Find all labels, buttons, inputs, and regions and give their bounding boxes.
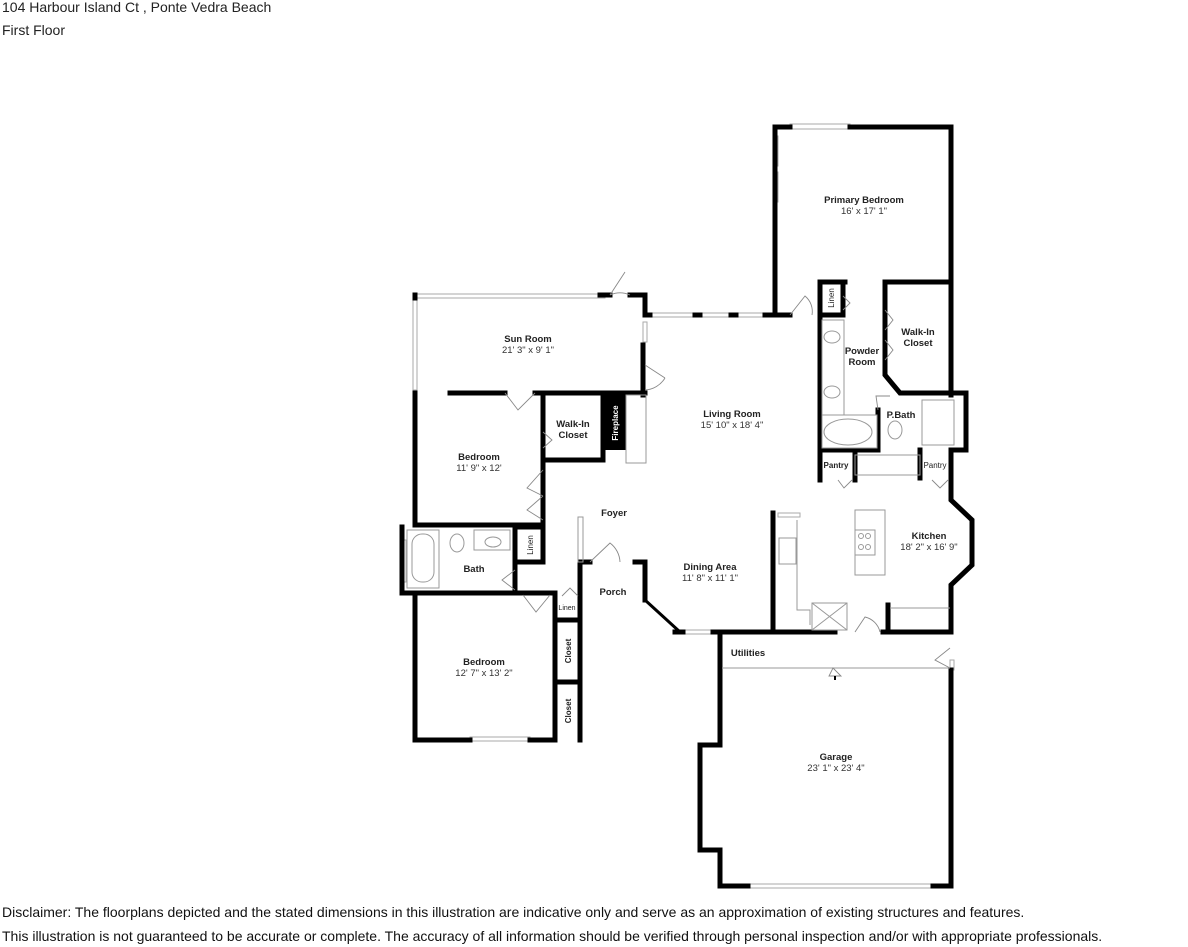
- living-room-dims: 15' 10" x 18' 4": [701, 420, 764, 431]
- powder-room-label-1: Powder: [845, 346, 880, 357]
- sun-room-dims: 21' 3" x 9' 1": [502, 345, 554, 356]
- disclaimer-line-2: This illustration is not guaranteed to b…: [2, 928, 1103, 944]
- foyer-label: Foyer: [601, 508, 627, 519]
- property-address: 104 Harbour Island Ct , Ponte Vedra Beac…: [2, 0, 272, 15]
- pantry-right-label: Pantry: [923, 461, 946, 470]
- p-bath-label: P.Bath: [887, 410, 916, 421]
- partitions: [577, 394, 950, 669]
- walls: [399, 124, 975, 889]
- walk-in-closet-bedroom-label-2: Closet: [558, 430, 588, 441]
- doors: [501, 271, 951, 680]
- utilities-label: Utilities: [731, 648, 765, 659]
- powder-room-label-2: Room: [849, 357, 876, 368]
- garage-dims: 23' 1" x 23' 4": [807, 763, 864, 774]
- walk-in-closet-primary-label-2: Closet: [903, 338, 933, 349]
- sun-room-label: Sun Room: [504, 334, 552, 345]
- bath-label: Bath: [463, 564, 484, 575]
- linen-primary-label: Linen: [827, 288, 836, 308]
- primary-bedroom-dims: 16' x 17' 1": [841, 206, 887, 217]
- bedroom-2-dims: 12' 7" x 13' 2": [455, 668, 512, 679]
- living-room-label: Living Room: [703, 409, 761, 420]
- walk-in-closet-primary-label-1: Walk-In: [901, 327, 935, 338]
- linen-hall-label: Linen: [558, 605, 575, 612]
- linen-bath-label: Linen: [526, 535, 535, 555]
- pantry-left-label: Pantry: [824, 461, 849, 470]
- closet-1-label: Closet: [564, 638, 573, 663]
- closet-2-label: Closet: [564, 698, 573, 723]
- windows: [401, 123, 969, 889]
- fireplace-label: Fireplace: [611, 405, 620, 441]
- walk-in-closet-bedroom-label-1: Walk-In: [556, 419, 590, 430]
- fixtures: [406, 319, 955, 631]
- porch-label: Porch: [600, 587, 627, 598]
- garage-label: Garage: [820, 752, 853, 763]
- bedroom-2-label: Bedroom: [463, 657, 505, 668]
- primary-bedroom-label: Primary Bedroom: [824, 195, 904, 206]
- kitchen-dims: 18' 2" x 16' 9": [900, 542, 957, 553]
- kitchen-label: Kitchen: [912, 531, 947, 542]
- dining-area-label: Dining Area: [684, 562, 738, 573]
- disclaimer-line-1: Disclaimer: The floorplans depicted and …: [2, 904, 1025, 920]
- dining-area-dims: 11' 8" x 11' 1": [682, 573, 738, 584]
- floor-label: First Floor: [2, 22, 65, 38]
- bedroom-1-label: Bedroom: [458, 452, 500, 463]
- bedroom-1-dims: 11' 9" x 12': [456, 463, 502, 474]
